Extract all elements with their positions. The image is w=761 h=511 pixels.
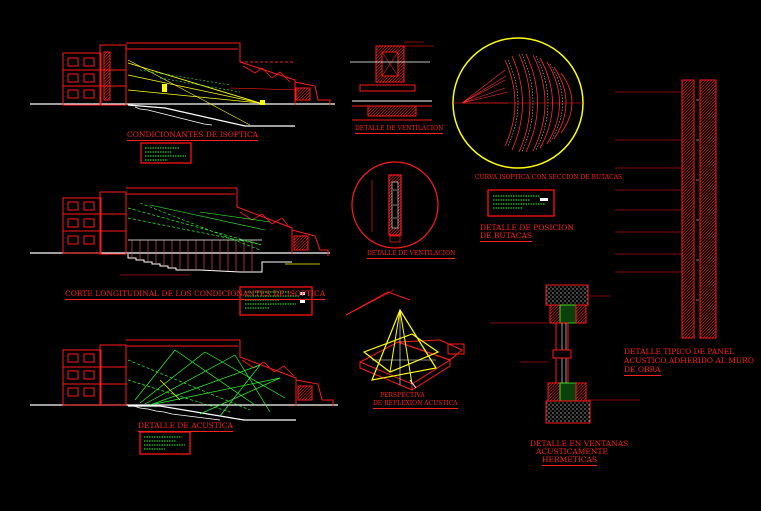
section-acustica-title: DETALLE DE ACUSTICA <box>138 421 233 432</box>
section-longitudinal <box>30 187 330 276</box>
seating-title-line1: DETALLE DE POSICION <box>480 223 574 232</box>
perspective-acoustic <box>345 289 465 391</box>
panel-title-line3: DE OBRA <box>624 365 661 376</box>
window-title-line2: ACUSTICAMENTE <box>536 447 608 456</box>
window-title-line1: DETALLE EN VENTANAS <box>530 439 629 448</box>
detail-ventilation-block <box>350 41 434 121</box>
acoustic-perspective-label-2: DE REFLEXION ACUSTICA <box>373 400 458 409</box>
panel-title-line1: DETALLE TIPICO DE PANEL <box>624 347 735 356</box>
isoptic-note: CURVA ISOPTICA CON SECCION DE BUTACAS <box>475 174 623 181</box>
window-title-line3: HERMETICAS <box>542 455 598 466</box>
detail-seating-circle <box>452 37 584 169</box>
section-longitudinal-title: CORTE LONGITUDINAL DE LOS CONDICIONANTES… <box>65 289 326 300</box>
acoustic-perspective-label-1: PERSPECTIVA <box>380 392 425 399</box>
detail-block-title: DETALLE DE VENTILACION <box>355 125 444 134</box>
section-isoptica-title: CONDICIONANTES DE ISOPTICA <box>127 130 259 141</box>
section-acustica <box>30 339 338 421</box>
section-isoptica <box>30 42 335 127</box>
detail-window <box>490 284 640 424</box>
detail-acoustic-panel <box>615 79 717 339</box>
legend-seating <box>487 189 555 217</box>
detail-circle-title: DETALLE DE VENTILACION <box>367 250 456 259</box>
legend-acustica <box>139 431 191 455</box>
seating-title-line2: DE BUTACAS <box>480 231 533 242</box>
detail-ventilation-circle <box>351 161 439 249</box>
panel-title-line2: ACUSTICO ADHERIDO AL MURO <box>624 356 755 365</box>
